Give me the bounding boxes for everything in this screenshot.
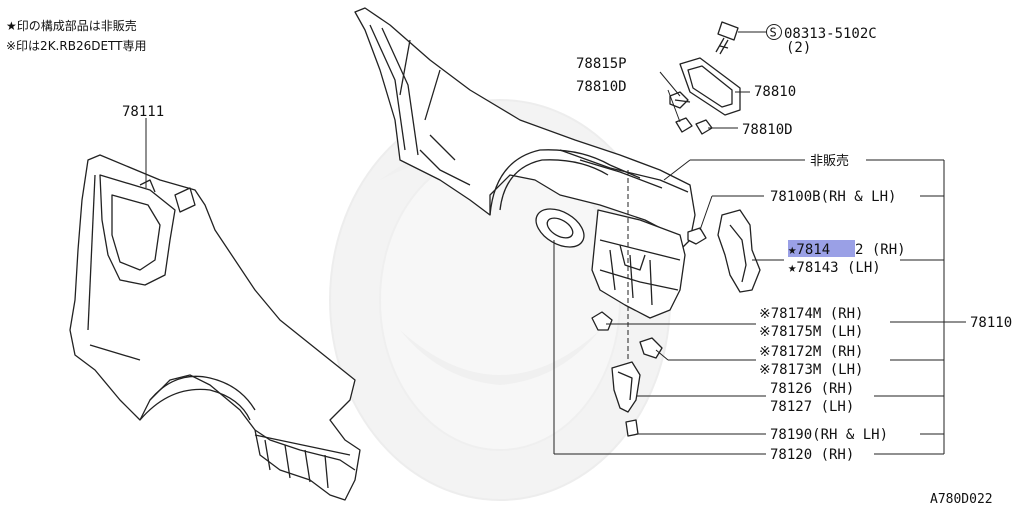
grommets-78810D — [675, 117, 713, 135]
label-78815P[interactable]: 78815P — [576, 56, 627, 72]
fuel-lid-78810 — [679, 57, 741, 116]
right-bracket-lines — [553, 159, 966, 455]
bracket-78126-78127 — [611, 361, 641, 413]
clip-78815P — [669, 91, 691, 109]
label-78142-suffix: 2 (RH) — [855, 242, 906, 258]
label-78173M[interactable]: ※78173M (LH) — [759, 362, 863, 378]
note-star-not-sold: ★印の構成部品は非販売 — [6, 18, 137, 33]
bracket-78174M — [591, 311, 613, 331]
outer-rear-fender-panel — [69, 154, 361, 501]
label-78810D-a[interactable]: 78810D — [576, 79, 627, 95]
label-78190[interactable]: 78190(RH & LH) — [770, 427, 888, 443]
bracket-78142-78143 — [717, 209, 761, 293]
label-78100B[interactable]: 78100B(RH & LH) — [770, 189, 896, 205]
screw-symbol-icon — [766, 24, 782, 40]
label-78110[interactable]: 78110 — [970, 315, 1012, 331]
label-78126[interactable]: 78126 (RH) — [770, 381, 854, 397]
highlight-78142 — [788, 240, 855, 257]
label-78111[interactable]: 78111 — [122, 104, 164, 120]
label-78810D-b[interactable]: 78810D — [742, 122, 793, 138]
clip-78100B — [687, 227, 707, 245]
label-78174M[interactable]: ※78174M (RH) — [759, 306, 863, 322]
label-not-sold: 非販売 — [810, 153, 849, 169]
inner-rear-panel — [354, 7, 696, 251]
label-78142-highlighted[interactable]: ★7814 — [788, 242, 830, 258]
label-78175M[interactable]: ※78175M (LH) — [759, 324, 863, 340]
label-78810[interactable]: 78810 — [754, 84, 796, 100]
note-rb26dett-only: ※印は2K.RB26DETT専用 — [6, 39, 147, 53]
label-78143[interactable]: ★78143 (LH) — [788, 260, 881, 276]
oval-gasket — [535, 208, 585, 248]
leader-78815P — [659, 71, 681, 97]
label-78127[interactable]: 78127 (LH) — [770, 399, 854, 415]
label-08313-5102C[interactable]: 08313-5102C — [784, 26, 877, 42]
diagram-id: A780D022 — [930, 492, 993, 507]
inner-bracket-assembly — [591, 209, 686, 319]
label-78120[interactable]: 78120 (RH) — [770, 447, 854, 463]
screw-symbol-letter: S — [770, 26, 777, 40]
label-08313-qty: (2) — [786, 40, 811, 56]
screw-08313 — [715, 21, 739, 55]
label-78172M[interactable]: ※78172M (RH) — [759, 344, 863, 360]
leader-78810D-a — [667, 89, 681, 123]
